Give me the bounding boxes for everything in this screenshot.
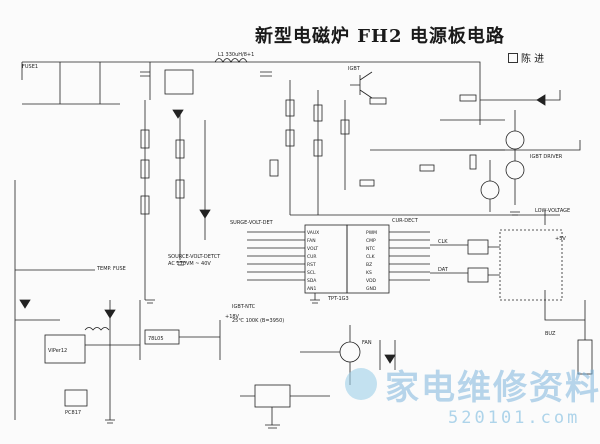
driver-bus: [290, 140, 581, 216]
bottom-regulator-wires: [240, 395, 330, 425]
label-pc817: PC817: [65, 410, 81, 416]
inductor-l1: [214, 58, 248, 63]
label-7805: 78L05: [148, 336, 164, 342]
mains-rail-top: [21, 61, 300, 80]
fan-transistor: [339, 341, 361, 363]
pin-volt: VOLT: [307, 246, 318, 252]
label-ntc-spec: 25℃ 100K (B=3950): [232, 318, 284, 324]
pin-sda: SDA: [307, 278, 317, 284]
label-temp-fuse: TEMP. FUSE: [96, 266, 126, 272]
pin-ks: KS: [366, 270, 372, 276]
label-l1: L1 330uH/8+1: [218, 52, 254, 58]
mcu-pin-wires: [247, 231, 430, 281]
pin-vaux: VAUX: [307, 230, 319, 236]
opto-wires: [430, 244, 500, 276]
smps-rail: [14, 180, 95, 420]
driver-transistor-3: [480, 180, 500, 200]
watermark-text: 家电维修资料网: [385, 368, 600, 408]
driver-wires: [440, 100, 516, 212]
label-igbt-ntc: IGBT-NTC: [232, 304, 256, 310]
label-source-volt: SOURCE-VOLT-DETCT: [168, 254, 221, 260]
pin-rst: RST: [307, 262, 316, 268]
pin-clk: CLK: [366, 254, 376, 260]
igbt-rail: [300, 61, 561, 101]
label-buzzer: BUZ: [545, 331, 556, 337]
pin-pwm: PWM: [366, 230, 377, 236]
label-fan: FAN: [362, 340, 372, 346]
label-viper: VIPer12: [48, 348, 67, 354]
label-cur-detect: CUR-DECT: [392, 218, 419, 224]
pin-an1: AN1: [307, 286, 316, 292]
pin-scl: SCL: [307, 270, 316, 276]
ground-symbols: [105, 211, 520, 429]
divider-strings: [144, 80, 346, 300]
label-ac-detect: AC 170VM ~ 40V: [168, 261, 211, 267]
ic-7805-bottom: [254, 384, 291, 408]
low-voltage-section: [499, 229, 563, 301]
mcu-chip-right: [346, 224, 390, 294]
driver-transistor-1: [505, 130, 525, 150]
label-fuse1: FUSE1: [22, 64, 38, 70]
feedback-optocoupler: [64, 389, 88, 407]
watermark-logo-icon: [345, 368, 377, 400]
label-ic-part: TPT-1G3: [327, 296, 349, 302]
pin-ntc: NTC: [366, 246, 375, 252]
top-capacitors: [140, 71, 272, 77]
igbt-symbol: [350, 71, 373, 99]
optocoupler-1: [467, 239, 489, 255]
label-dat: DAT: [438, 267, 449, 273]
page-title: 新型电磁炉 FH2 电源板电路: [255, 26, 505, 47]
pin-cur: CUR: [307, 254, 317, 260]
smps-transformer: [84, 300, 141, 420]
author-name: 陈 进: [521, 54, 545, 65]
label-vdd5: +5V: [555, 236, 566, 242]
checkbox-mark: [508, 53, 518, 63]
pin-fan: FAN: [307, 238, 316, 244]
label-clk: CLK: [438, 239, 448, 245]
pin-cmp: CMP: [366, 238, 376, 244]
label-low-voltage: LOW-VOLTAGE: [535, 208, 570, 214]
watermark-url: 520101.com: [448, 408, 581, 428]
bridge-rectifier: [164, 69, 194, 95]
connector-wires: [544, 210, 586, 340]
optocoupler-2: [467, 267, 489, 283]
author-byline: 陈 进: [508, 50, 544, 65]
label-surge: SURGE-VOLT-DET: [230, 220, 274, 226]
resistors: [140, 94, 477, 215]
label-igbt: IGBT: [348, 66, 361, 72]
driver-transistor-2: [505, 160, 525, 180]
label-igbt-driver: IGBT DRIVER: [530, 154, 563, 160]
pin-gnd: GND: [366, 286, 377, 292]
emi-filter: [22, 62, 151, 105]
label-v18: +18V: [225, 314, 240, 320]
diodes: [19, 94, 546, 364]
regulator-output: [179, 320, 221, 360]
viper-chip: [44, 334, 86, 364]
pin-bz: BZ: [366, 262, 372, 268]
pin-vdd: VDD: [366, 278, 377, 284]
output-connector: [577, 339, 593, 375]
